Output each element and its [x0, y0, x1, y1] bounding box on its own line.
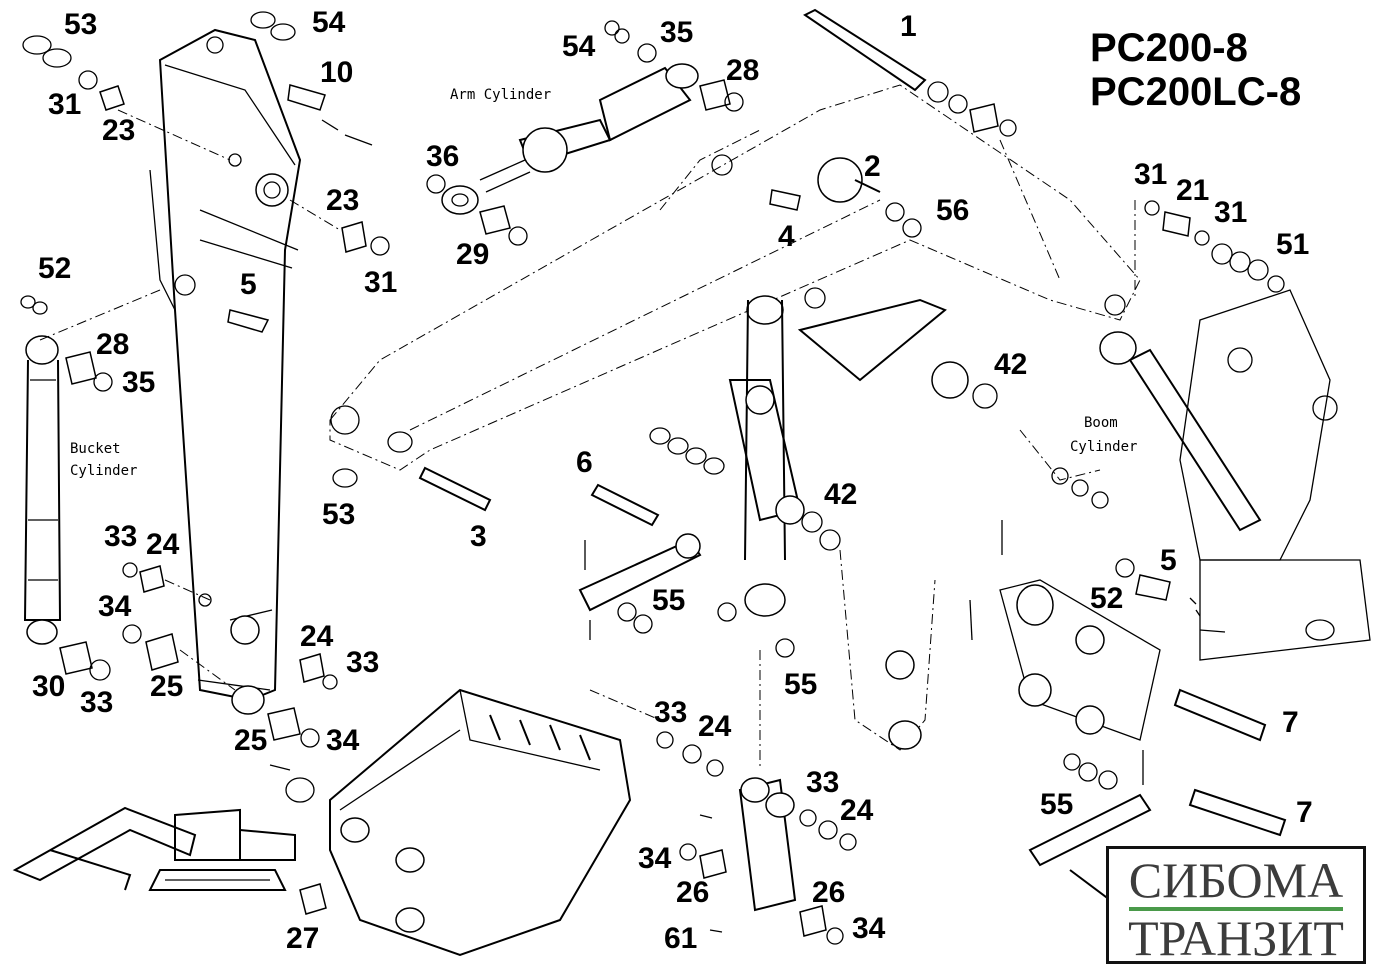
- adapter-plates: [969, 520, 1287, 931]
- callout: 33: [80, 686, 114, 719]
- callout: 31: [48, 88, 82, 121]
- callout: 6: [576, 446, 593, 479]
- callout: 26: [812, 876, 846, 909]
- callout: 53: [322, 498, 356, 531]
- boom-cylinder-tag-1: Boom: [1084, 415, 1118, 431]
- link-assembly: [578, 287, 998, 770]
- callout: 56: [936, 194, 970, 227]
- callout: 31: [364, 266, 398, 299]
- callout: 33: [346, 646, 380, 679]
- arm-assembly: [149, 28, 302, 715]
- callout: 24: [300, 620, 334, 653]
- callout: 24: [840, 794, 874, 827]
- logo-divider: [1129, 907, 1343, 911]
- callout: 25: [150, 670, 184, 703]
- callout: 28: [96, 328, 130, 361]
- callout: 34: [852, 912, 886, 945]
- arm-end-detail: [839, 549, 936, 751]
- callout: 29: [456, 238, 490, 271]
- callout: 28: [726, 54, 760, 87]
- callout: 5: [240, 268, 257, 301]
- callout: 2: [864, 150, 881, 183]
- callout: 35: [660, 16, 694, 49]
- callout: 31: [1134, 158, 1168, 191]
- callout: 35: [122, 366, 156, 399]
- callout: 55: [652, 584, 686, 617]
- arm-cylinder-tag: Arm Cylinder: [450, 87, 552, 103]
- callout: 34: [98, 590, 132, 623]
- bucket-cylinder-tag-1: Bucket: [70, 441, 121, 457]
- bucket: [269, 688, 632, 957]
- callout: 5: [1160, 544, 1177, 577]
- callout: 23: [102, 114, 136, 147]
- model-line-2: PC200LC-8: [1090, 70, 1302, 114]
- callout: 27: [286, 922, 320, 955]
- callout: 42: [994, 348, 1028, 381]
- callout: 10: [320, 56, 354, 89]
- callout: 54: [312, 6, 346, 39]
- callout: 34: [638, 842, 672, 875]
- callout: 33: [654, 696, 688, 729]
- model-line-1: PC200-8: [1090, 26, 1248, 70]
- boom-cylinder-tag-2: Cylinder: [1070, 439, 1138, 455]
- callout: 26: [676, 876, 710, 909]
- callout: 4: [778, 220, 795, 253]
- frame-assembly: [1019, 200, 1371, 661]
- bucket-cylinder: [20, 289, 161, 681]
- model-title: PC200-8 PC200LC-8: [1090, 26, 1301, 114]
- callout: 51: [1276, 228, 1310, 261]
- callout: 7: [1282, 706, 1299, 739]
- callout: 53: [64, 8, 98, 41]
- boom-pins: [332, 8, 1017, 512]
- callout: 3: [470, 520, 487, 553]
- arm-cylinder: [426, 20, 744, 246]
- boom-assembly: [329, 84, 1141, 471]
- callout: 33: [104, 520, 138, 553]
- callout: 21: [1176, 174, 1210, 207]
- arm-top-parts: [22, 11, 390, 333]
- sibomatranzit-logo: СИБОМА ТРАНЗИТ: [1106, 846, 1366, 964]
- callout: 54: [562, 30, 596, 63]
- bucket-cylinder-tag-2: Cylinder: [70, 463, 138, 479]
- callout: 55: [784, 668, 818, 701]
- logo-line-1: СИБОМА: [1128, 852, 1344, 908]
- callout: 30: [32, 670, 66, 703]
- arm-bottom-parts: [122, 562, 338, 748]
- callout: 24: [698, 710, 732, 743]
- h-link: [656, 731, 857, 945]
- callout: 33: [806, 766, 840, 799]
- callout: 52: [38, 252, 72, 285]
- callout: 24: [146, 528, 180, 561]
- callout: 25: [234, 724, 268, 757]
- callout: 31: [1214, 196, 1248, 229]
- callout: 23: [326, 184, 360, 217]
- callout: 34: [326, 724, 360, 757]
- callout: 36: [426, 140, 460, 173]
- callout: 52: [1090, 582, 1124, 615]
- callout: 61: [664, 922, 698, 955]
- logo-line-2: ТРАНЗИТ: [1128, 910, 1344, 966]
- callout: 7: [1296, 796, 1313, 829]
- callout: 42: [824, 478, 858, 511]
- excavator-thumbnail: [12, 806, 296, 891]
- callout: 55: [1040, 788, 1074, 821]
- callout: 1: [900, 10, 917, 43]
